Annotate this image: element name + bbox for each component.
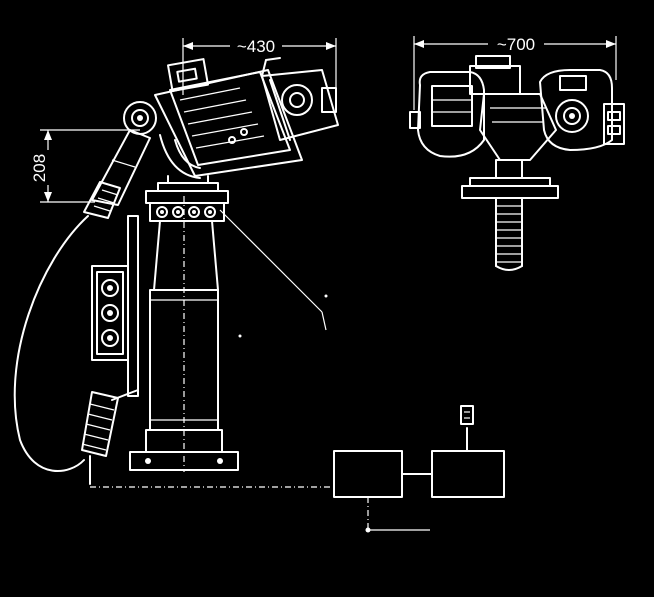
dimension-label-208: 208 xyxy=(30,154,49,182)
monitor-rear-view xyxy=(409,55,625,271)
leader-line xyxy=(219,209,328,338)
dimension-label-430: ~430 xyxy=(237,37,275,56)
dimension-430: ~430 xyxy=(182,37,337,100)
side-control-box xyxy=(91,215,139,397)
hose-and-handle xyxy=(13,215,139,485)
swivel-flange xyxy=(145,175,229,222)
control-unit-a xyxy=(333,450,403,498)
control-unit-b xyxy=(431,450,505,498)
nozzle xyxy=(83,129,151,219)
dimension-700: ~700 xyxy=(413,35,617,110)
monitor-head-side xyxy=(123,57,339,179)
dimension-208: 208 xyxy=(30,129,140,203)
pedestal-column xyxy=(129,196,239,472)
control-units xyxy=(90,405,505,533)
dimension-label-700: ~700 xyxy=(497,35,535,54)
